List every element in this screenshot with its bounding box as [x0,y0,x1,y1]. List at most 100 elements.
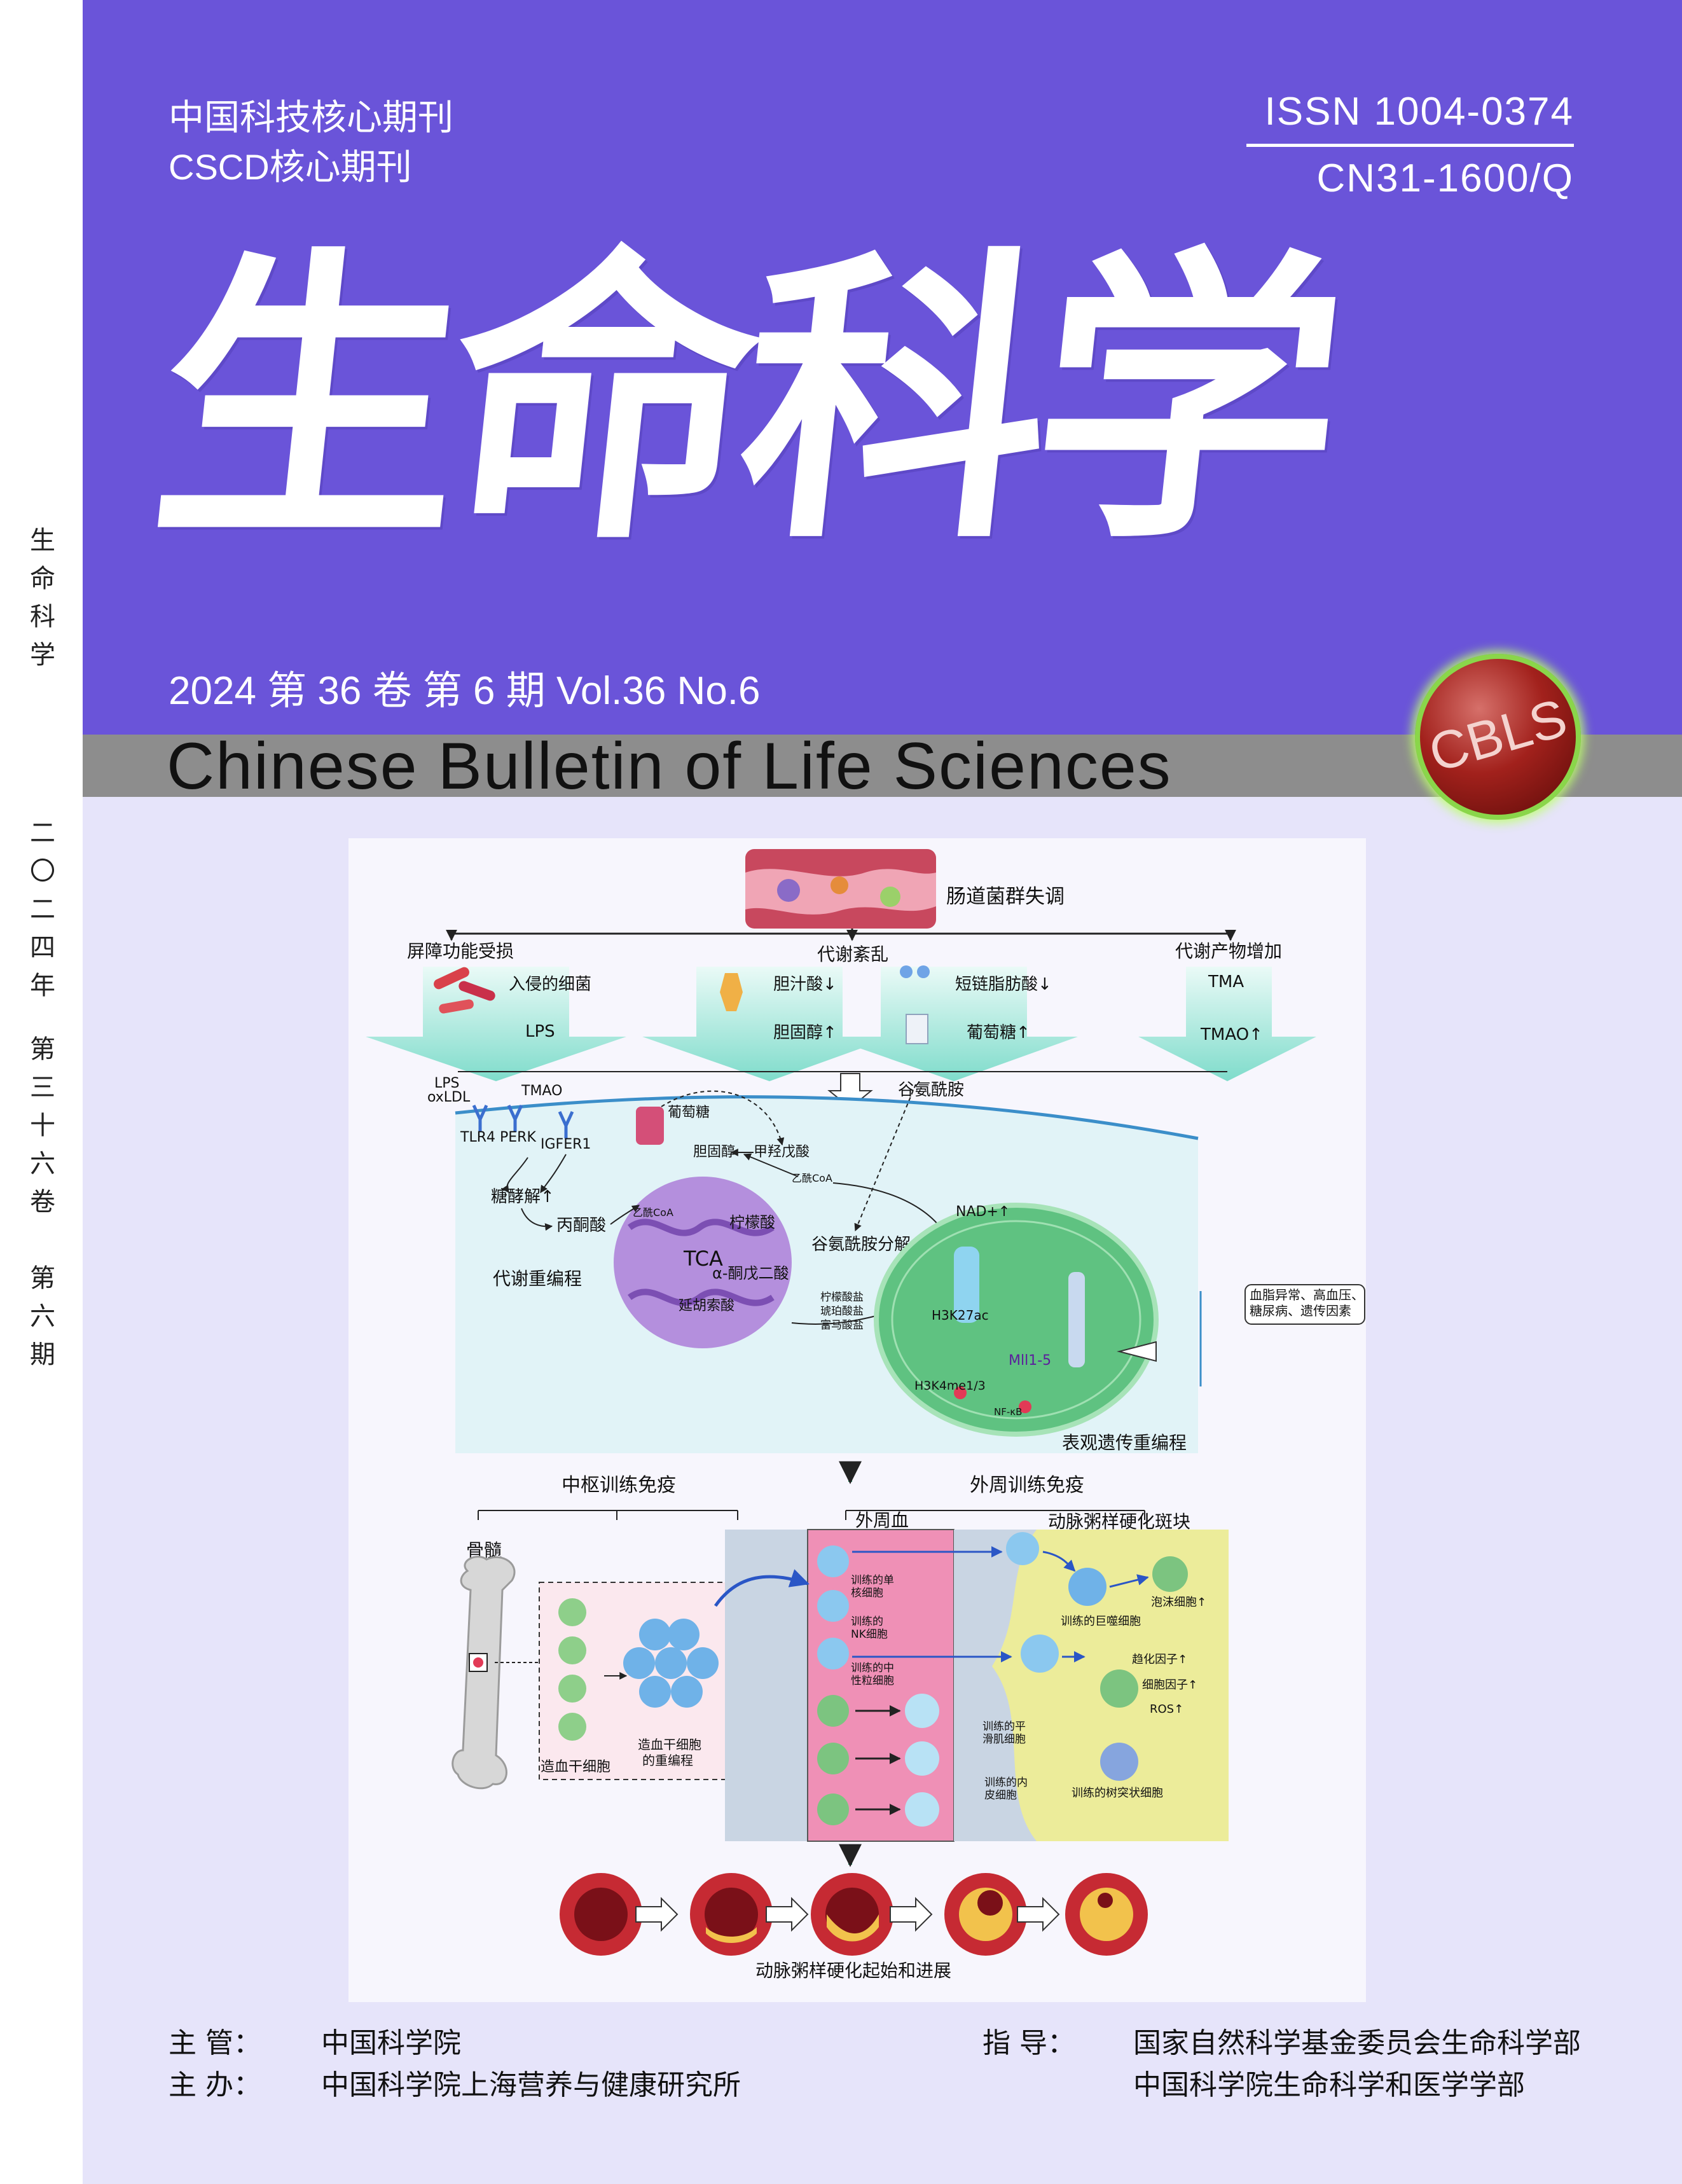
supervisor-label: 主 管： [169,2027,261,2059]
cell-membrane [455,1095,1199,1140]
bile-acid-label: 胆汁酸↓ [773,975,837,994]
english-title: Chinese Bulletin of Life Sciences [167,729,1172,803]
mevalonate-label: 甲羟戊酸 [754,1144,810,1160]
hspc-reprogramming-label: 造血干细胞的重编程 [638,1737,701,1768]
risk-white-arrow [1117,1341,1157,1362]
akg-label: α-酮戊二酸 [712,1264,789,1282]
host-label: 主 办： [169,2069,261,2101]
nucleus [874,1203,1159,1437]
cytokine-label: 细胞因子↑ [1142,1678,1197,1692]
tma-down-arrow [1138,967,1316,1081]
blood-lumen [807,1529,955,1842]
tmao-up-label: TMAO↑ [1200,1025,1263,1044]
peripheral-bracket [845,1510,1145,1520]
arrow-tlr4-glycolysis [502,1157,528,1193]
trained-neut-label: 训练的中性粒细胞 [851,1662,894,1687]
h3k27ac-label: H3K27ac [932,1308,989,1323]
host-value: 中国科学院上海营养与健康研究所 [321,2069,741,2101]
guidance-label: 指 导： [982,2027,1075,2059]
citrate-salts-label: 柠檬酸盐琥珀酸盐富马酸盐 [820,1291,864,1332]
arrow-igfer-glycolysis [540,1154,567,1193]
issue-info: 2024 第 36 卷 第 6 期 Vol.36 No.6 [169,669,761,713]
hspc-label: 造血干细胞 [541,1759,610,1775]
risk-factor-label: 血脂异常、高血压、糖尿病、遗传因素 [1250,1287,1364,1318]
fumarate-label: 延胡索酸 [679,1298,734,1314]
scfa-label: 短链脂肪酸↓ [955,975,1052,994]
arrow-to-macro [1042,1551,1076,1572]
glycolysis-label: 糖酵解↑ [491,1187,555,1206]
scfa-icon [900,965,930,1044]
glucose-label: 葡萄糖 [668,1105,710,1121]
invading-bacteria-label: 入侵的细菌 [509,975,591,994]
spine: 生命科学 二〇二四年 第三十六卷 第六期 [0,0,83,2184]
cbls-logo: CBLS [1415,654,1581,820]
acetyl-coa-inner-label: 乙酰CoA [633,1206,673,1219]
cover-header-panel [83,0,1682,735]
tlr4-label: TLR4 [460,1130,495,1145]
trained-smc-label: 训练的平滑肌细胞 [982,1720,1026,1746]
cholesterol-up-label: 胆固醇↑ [773,1023,837,1042]
arrow-to-foam [1109,1574,1149,1588]
acetyl-coa-label: 乙酰CoA [792,1172,832,1184]
spine-issue: 第六期 [30,1264,55,1369]
migration-arrow [713,1569,810,1607]
nfkb-label: NF-κB [994,1406,1022,1418]
glutamine-label: 谷氨酰胺 [898,1081,964,1100]
risk-factor-box [1244,1284,1365,1325]
arrow-dashed-glutamine [854,1084,916,1232]
citrate-label: 柠檬酸 [729,1213,775,1231]
bacteria-icon [434,967,495,1014]
peripheral-immunity-label: 外周训练免疫 [970,1474,1084,1496]
central-immunity-label: 中枢训练免疫 [562,1474,676,1496]
spine-year: 二〇二四年 [30,819,55,1000]
foam-cell-label: 泡沫细胞↑ [1151,1596,1206,1609]
guidance-value-2: 中国科学院生命科学和医学学部 [1133,2069,1525,2101]
progression-label: 动脉粥样硬化起始和进展 [755,1960,951,1981]
cscd-tag: CSCD核心期刊 [169,147,412,187]
metabolic-reprogramming-label: 代谢重编程 [493,1268,582,1289]
plaque-label: 动脉粥样硬化斑块 [1048,1511,1190,1532]
barrier-label: 屏障功能受损 [407,941,514,962]
h3k4me-label: H3K4me1/3 [914,1379,986,1393]
blood-cells [817,1532,1188,1827]
issn: ISSN 1004-0374 [1264,90,1574,134]
bone-icon [452,1556,516,1790]
receptor-icons [472,1104,664,1145]
arrow-dashed-glucose [661,1090,785,1146]
tmao-receptor-label: TMAO [521,1083,562,1099]
tca-label: TCA [683,1247,723,1271]
progression-arrows [635,1897,1060,1932]
peripheral-blood-label: 外周血 [855,1510,909,1531]
tma-label: TMA [1208,972,1244,992]
gut-image [745,849,936,929]
chemokine-label: 趋化因子↑ [1132,1653,1187,1666]
vessel-progression [560,1873,1148,1956]
bile-down-arrow [642,967,893,1081]
trained-endo-label: 训练的内皮细胞 [984,1776,1028,1802]
bile-acid-icon [720,973,743,1011]
mll-label: Mll1-5 [1009,1353,1051,1369]
nad-label: NAD+↑ [956,1204,1010,1220]
issn-divider [1246,144,1574,147]
barrier-down-arrow [366,967,626,1081]
perk-label: PERK [500,1130,536,1145]
arrow-pyruvate-tca [610,1205,640,1225]
supervisor-value: 中国科学院 [321,2027,461,2059]
mitochondrion [614,1177,792,1348]
glucose-up-label: 葡萄糖↑ [967,1023,1030,1042]
cholesterol-label: 胆固醇 [693,1144,735,1160]
cn-number: CN31-1600/Q [1316,156,1574,200]
trained-mono-label: 训练的单核细胞 [851,1574,894,1600]
metabolite-increase-label: 代谢产物增加 [1175,941,1282,962]
epigenetic-reprogramming-label: 表观遗传重编程 [1062,1432,1187,1453]
spine-volume: 第三十六卷 [30,1035,55,1217]
metabolic-disorder-label: 代谢紊乱 [817,944,888,965]
lps-label: LPS [525,1022,555,1041]
arrow-acetyl-mevalonate [743,1153,799,1177]
pyruvate-label: 丙酮酸 [556,1216,606,1235]
central-bracket [478,1510,738,1520]
gut-dysbiosis-label: 肠道菌群失调 [946,885,1065,908]
